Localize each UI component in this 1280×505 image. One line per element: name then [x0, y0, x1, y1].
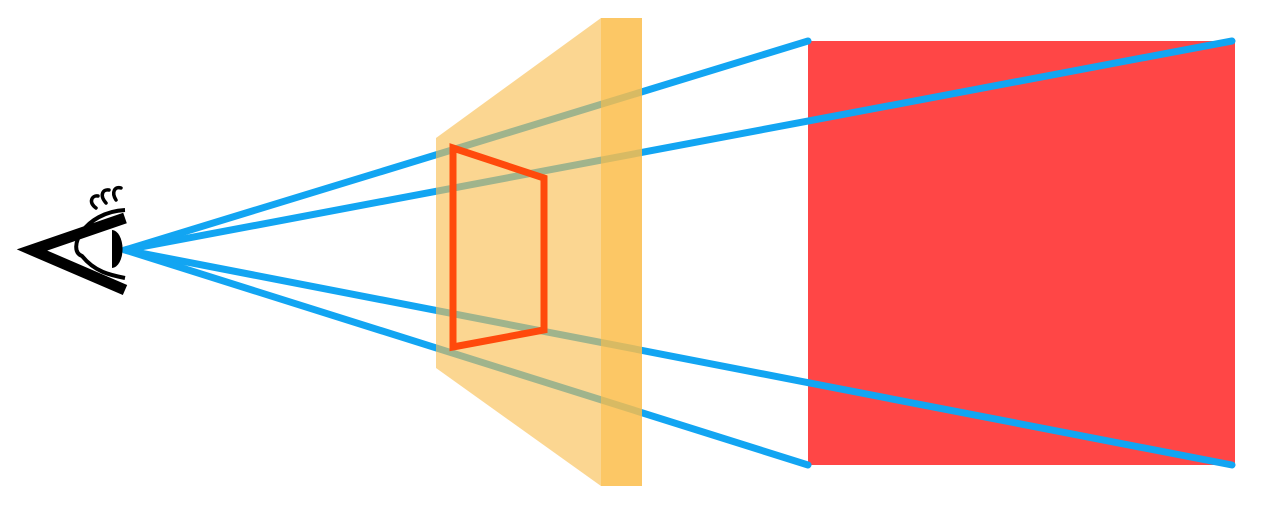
eye-outline — [74, 208, 126, 280]
eye-icon — [16, 185, 128, 296]
eye-lash — [89, 194, 100, 210]
projection-plane-edge — [601, 18, 642, 486]
object-rectangle — [808, 41, 1235, 465]
projected-image-outline — [449, 143, 548, 352]
eye-pupil — [112, 230, 123, 268]
projection-plane-face — [436, 18, 601, 486]
sight-ray-top-far — [121, 37, 1236, 254]
eye-lash — [100, 188, 111, 205]
eye-lash — [112, 185, 123, 202]
eye-lid — [16, 212, 128, 296]
sight-ray-bottom-far — [121, 246, 1236, 469]
